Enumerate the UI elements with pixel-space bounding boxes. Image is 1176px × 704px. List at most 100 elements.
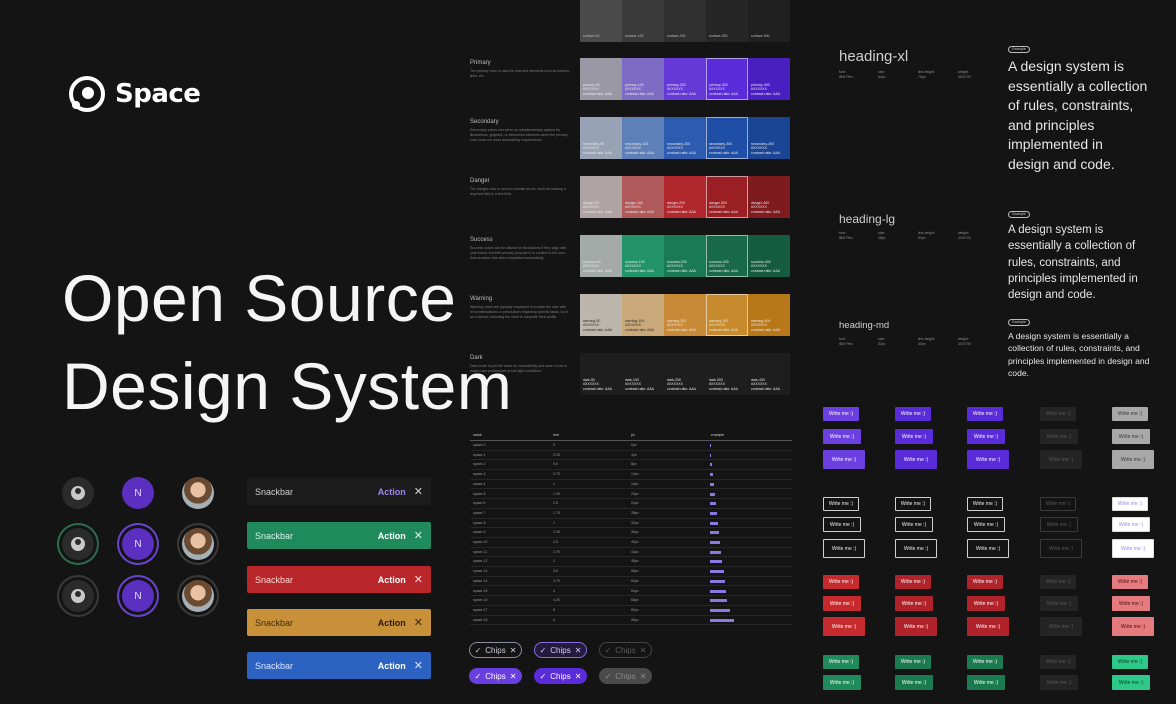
write-me-button[interactable]: Write me :): [1112, 450, 1154, 469]
write-me-button[interactable]: Write me :): [895, 517, 933, 532]
write-me-button[interactable]: Write me :): [1112, 407, 1148, 421]
write-me-button[interactable]: Write me :): [823, 517, 861, 532]
close-icon[interactable]: ✕: [413, 617, 423, 629]
write-me-button[interactable]: Write me :): [967, 497, 1003, 511]
swatch-label: surface-200: [667, 33, 686, 38]
spacing-rem: 2.5: [553, 540, 558, 544]
close-icon[interactable]: ✕: [639, 671, 647, 681]
chip[interactable]: ✓Chips✕: [534, 642, 587, 658]
write-me-button[interactable]: Write me :): [895, 429, 933, 444]
close-icon[interactable]: ✕: [509, 671, 517, 681]
write-me-button[interactable]: Write me :): [967, 675, 1005, 690]
write-me-button[interactable]: Write me :): [967, 539, 1009, 558]
write-me-button[interactable]: Write me :): [895, 596, 933, 611]
close-icon[interactable]: ✕: [574, 645, 582, 655]
avatar-letter-focused[interactable]: N: [122, 528, 154, 560]
write-me-button[interactable]: Write me :): [967, 655, 1003, 669]
avatar-user-icon[interactable]: [62, 477, 94, 509]
write-me-button[interactable]: Write me :): [895, 575, 931, 589]
write-me-button[interactable]: Write me :): [1112, 517, 1150, 532]
write-me-button[interactable]: Write me :): [967, 407, 1003, 421]
close-icon[interactable]: ✕: [413, 660, 423, 672]
write-me-button[interactable]: Write me :): [1112, 617, 1154, 636]
write-me-button[interactable]: Write me :): [1040, 497, 1076, 511]
chip[interactable]: ✓Chips✕: [469, 668, 522, 684]
write-me-button[interactable]: Write me :): [823, 617, 865, 636]
write-me-button[interactable]: Write me :): [823, 596, 861, 611]
write-me-button[interactable]: Write me :): [823, 450, 865, 469]
snackbar-action-button[interactable]: Action: [377, 617, 406, 628]
write-me-button[interactable]: Write me :): [1112, 575, 1148, 589]
write-me-button[interactable]: Write me :): [823, 429, 861, 444]
avatar-photo[interactable]: [182, 477, 214, 509]
write-me-button[interactable]: Write me :): [1040, 539, 1082, 558]
write-me-button[interactable]: Write me :): [1040, 596, 1078, 611]
write-me-button[interactable]: Write me :): [895, 407, 931, 421]
close-icon[interactable]: ✕: [509, 645, 517, 655]
write-me-button[interactable]: Write me :): [823, 497, 859, 511]
snackbar-action-button[interactable]: Action: [377, 486, 406, 497]
avatar-user-icon-pressed[interactable]: [62, 580, 94, 612]
write-me-button[interactable]: Write me :): [1112, 596, 1150, 611]
close-icon[interactable]: ✕: [413, 486, 423, 498]
write-me-button[interactable]: Write me :): [823, 407, 859, 421]
write-me-button[interactable]: Write me :): [1040, 407, 1076, 421]
snackbar-action-button[interactable]: Action: [377, 660, 406, 671]
close-icon[interactable]: ✕: [413, 530, 423, 542]
avatar-letter[interactable]: N: [122, 477, 154, 509]
write-me-button[interactable]: Write me :): [967, 617, 1009, 636]
write-me-button[interactable]: Write me :): [895, 655, 931, 669]
write-me-button[interactable]: Write me :): [895, 617, 937, 636]
write-me-button[interactable]: Write me :): [1040, 450, 1082, 469]
snackbar-action-button[interactable]: Action: [377, 530, 406, 541]
write-me-button[interactable]: Write me :): [823, 575, 859, 589]
spacing-bar: [710, 463, 712, 467]
write-me-button[interactable]: Write me :): [967, 429, 1005, 444]
write-me-button[interactable]: Write me :): [967, 575, 1003, 589]
write-me-button[interactable]: Write me :): [1112, 675, 1150, 690]
spacing-rem: 2.25: [553, 530, 560, 535]
write-me-button[interactable]: Write me :): [1112, 429, 1150, 444]
spacing-name: space-16: [473, 598, 488, 603]
write-me-button[interactable]: Write me :): [1040, 575, 1076, 589]
write-me-button[interactable]: Write me :): [1040, 517, 1078, 532]
write-me-button[interactable]: Write me :): [1112, 497, 1148, 511]
chip[interactable]: ✓Chips✕: [534, 668, 587, 684]
type-meta-key: line-height:: [918, 70, 936, 74]
close-icon[interactable]: ✕: [413, 574, 423, 586]
write-me-button[interactable]: Write me :): [823, 655, 859, 669]
write-me-button[interactable]: Write me :): [895, 539, 937, 558]
write-me-button[interactable]: Write me :): [823, 539, 865, 558]
type-meta-value: 400/700: [958, 236, 971, 240]
write-me-button[interactable]: Write me :): [895, 497, 931, 511]
write-me-button[interactable]: Write me :): [823, 675, 861, 690]
write-me-button[interactable]: Write me :): [1040, 655, 1076, 669]
write-me-button[interactable]: Write me :): [1040, 429, 1078, 444]
write-me-button[interactable]: Write me :): [967, 450, 1009, 469]
write-me-button[interactable]: Write me :): [895, 450, 937, 469]
avatar-photo-pressed[interactable]: [182, 580, 214, 612]
close-icon[interactable]: ✕: [639, 645, 647, 655]
avatar-user-icon-focused[interactable]: [62, 528, 94, 560]
write-me-button[interactable]: Write me :): [967, 517, 1005, 532]
spacing-bar: [710, 531, 719, 535]
snackbar-action-button[interactable]: Action: [377, 574, 406, 585]
chip[interactable]: ✓Chips✕: [599, 668, 652, 684]
avatar-letter-pressed[interactable]: N: [122, 580, 154, 612]
write-me-button[interactable]: Write me :): [1112, 655, 1148, 669]
write-me-button[interactable]: Write me :): [1040, 675, 1078, 690]
write-me-button[interactable]: Write me :): [1040, 617, 1082, 636]
write-me-button[interactable]: Write me :): [967, 596, 1005, 611]
write-me-button[interactable]: Write me :): [895, 675, 933, 690]
write-me-button[interactable]: Write me :): [1112, 539, 1154, 558]
avatar-photo-focused[interactable]: [182, 528, 214, 560]
close-icon[interactable]: ✕: [574, 671, 582, 681]
chip[interactable]: ✓Chips✕: [599, 642, 652, 658]
chip[interactable]: ✓Chips✕: [469, 642, 522, 658]
spacing-name: space-13: [473, 569, 488, 574]
space-logo-icon: [67, 74, 107, 114]
